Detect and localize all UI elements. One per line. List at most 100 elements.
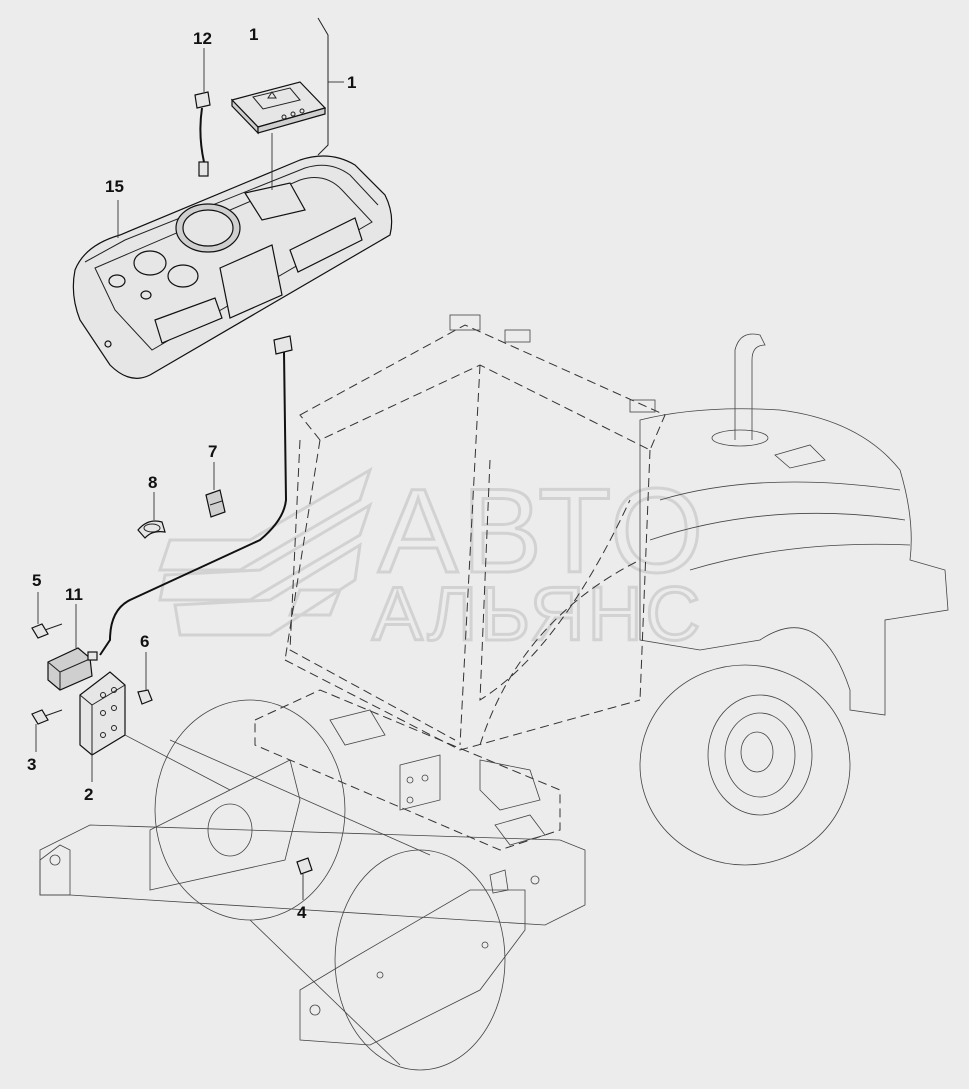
watermark-line2: АЛЬЯНС (372, 572, 703, 657)
gauge-large-face (182, 209, 234, 247)
drum-right-end (334, 849, 506, 1071)
display-module-side (257, 107, 326, 134)
callout-bracket (317, 17, 329, 156)
callout-5: 5 (32, 571, 41, 590)
display-button (299, 108, 305, 114)
drum-left-end (154, 699, 346, 921)
plate-hole (111, 687, 117, 693)
assembly-line (124, 734, 231, 791)
connector-plug-12 (194, 91, 211, 109)
roof-tab-2 (504, 329, 531, 343)
sensor-assembly-11 (47, 335, 293, 691)
callout-11: 11 (65, 585, 83, 604)
bolt (406, 796, 414, 804)
holder-7-line (209, 500, 223, 506)
plate-hole (100, 732, 106, 738)
plate-hole (111, 705, 117, 711)
bolt (421, 774, 429, 782)
cabin-window-2 (479, 459, 631, 701)
frame-hole (309, 1004, 321, 1016)
panel-window-left (154, 297, 223, 344)
display-cutout (244, 182, 306, 221)
drum-flange-plate (149, 759, 301, 891)
gauge-small (167, 264, 199, 288)
connector-end-12 (198, 161, 209, 177)
plate-edge-top (91, 684, 126, 706)
connector-cable-12 (194, 48, 211, 177)
drum-front-end-frame (39, 844, 71, 896)
nut-4-body (296, 857, 313, 875)
plate-hole (111, 725, 117, 731)
bolt-5-shank (44, 623, 63, 631)
callout-4: 4 (297, 903, 307, 922)
hood-vent (774, 444, 826, 469)
screw (104, 340, 112, 348)
exhaust-base (711, 429, 769, 447)
frame-hole (376, 971, 384, 979)
callout-7: 7 (208, 442, 217, 461)
bolt-5-body (31, 623, 49, 639)
callout-1-kit: 1 (347, 73, 356, 92)
display-module (230, 81, 327, 190)
drum-side-frame (299, 889, 526, 1046)
callout-2: 2 (84, 785, 93, 804)
cabin-front-post-left (284, 439, 321, 661)
hood-ridge-2 (649, 512, 906, 541)
drum-flange-hole (207, 803, 253, 857)
rear-wheel (639, 664, 851, 866)
rear-wheel-rim-inner (724, 712, 796, 798)
bolt-3 (31, 709, 63, 752)
cable-12 (199, 107, 205, 163)
roller-machine-outline (39, 314, 949, 1071)
nut-4 (296, 857, 313, 900)
callout-1-display: 1 (249, 25, 258, 44)
articulation-block (399, 754, 441, 811)
bolt-5 (31, 592, 63, 639)
hood-ridge (659, 481, 901, 501)
dashboard-top-rim (84, 164, 379, 263)
frame-plate (329, 709, 386, 746)
indicator-tiny (140, 290, 152, 300)
articulation-joint (479, 759, 541, 811)
bolt-3-shank (44, 709, 63, 717)
nut-6 (137, 652, 153, 705)
panel-window-right (289, 217, 363, 273)
cable-clip-8 (137, 492, 166, 539)
indicator-small (108, 274, 126, 288)
clip-8-loop (143, 523, 161, 533)
callout-3: 3 (27, 755, 36, 774)
drum-bottom-edge (249, 919, 401, 1066)
cabin-roof (299, 324, 666, 451)
roof-tab-3 (629, 399, 656, 413)
frame-hole (481, 941, 489, 949)
sensor-nipple (87, 651, 98, 661)
rear-wheel-rim (707, 694, 813, 816)
plate-body (79, 671, 126, 756)
vibration-sensor (47, 647, 93, 691)
callout-15: 15 (105, 177, 124, 196)
gauge-medium (133, 250, 167, 276)
callout-12: 12 (193, 29, 212, 48)
cabin-window (289, 439, 456, 741)
bolt (406, 776, 414, 784)
frame-plate-2 (494, 814, 546, 846)
hood-ridge-3 (689, 543, 911, 571)
front-frame (254, 689, 561, 851)
watermark-logo: АВТО АЛЬЯНС (157, 463, 705, 659)
rear-wheel-hub (740, 731, 774, 773)
roof-tab (449, 314, 481, 331)
callout-6: 6 (140, 632, 149, 651)
display-warning-icon (267, 91, 277, 99)
rear-hood (639, 408, 949, 716)
panel-window-center (219, 244, 283, 319)
mounting-plate-2 (79, 671, 231, 791)
exhaust-pipe (734, 333, 766, 440)
watermark-emblem (157, 466, 373, 637)
display-button (281, 114, 287, 120)
plate-hole (100, 710, 106, 716)
cabin-lower (284, 659, 641, 751)
drum-mount-bar (489, 869, 509, 894)
frame-hole (49, 854, 61, 866)
